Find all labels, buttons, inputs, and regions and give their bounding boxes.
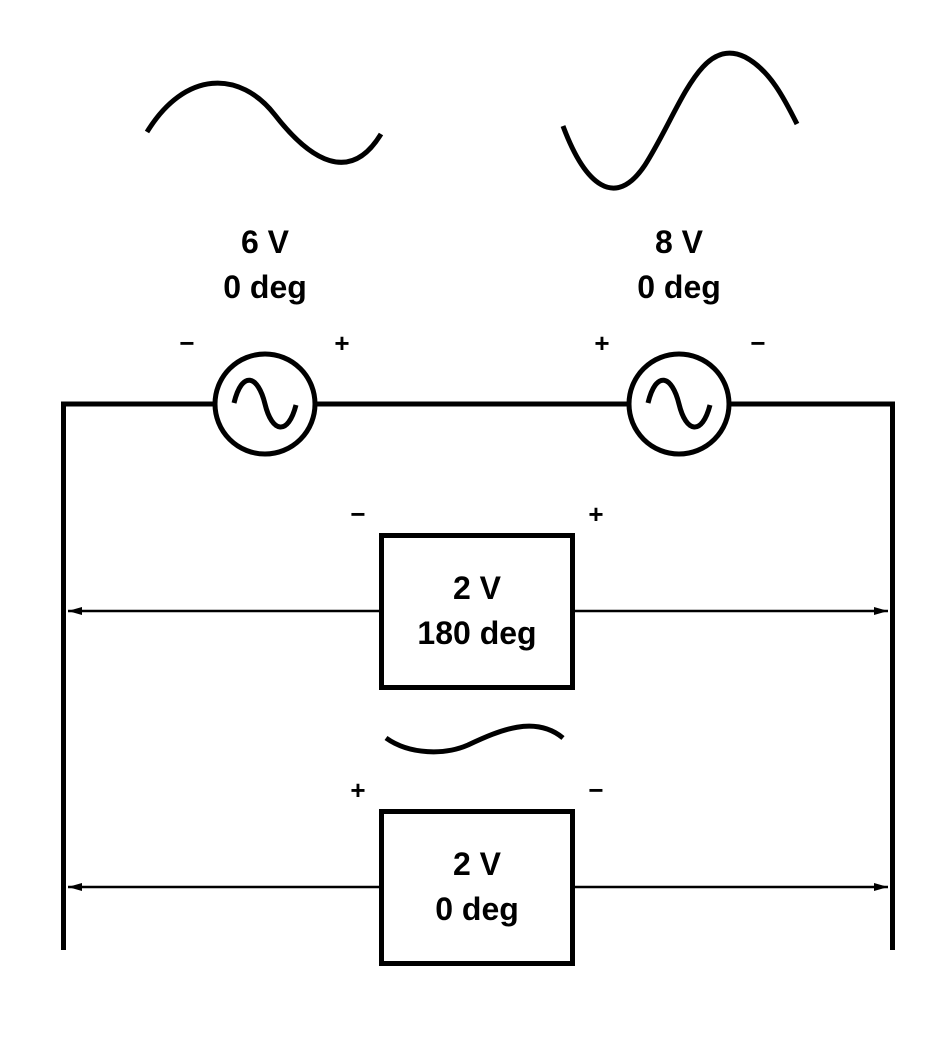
measured-0-waveform-icon bbox=[384, 723, 565, 755]
source-1-left-polarity: − bbox=[179, 328, 194, 358]
source-1-voltage: 6 V bbox=[241, 224, 290, 260]
source-2-phase: 0 deg bbox=[637, 269, 721, 305]
source-1-waveform-icon bbox=[144, 80, 384, 165]
source-1-ac-source-icon bbox=[212, 351, 318, 457]
source-1-phase: 0 deg bbox=[223, 269, 307, 305]
source-2-right-polarity: − bbox=[750, 328, 765, 358]
measured-0-left-polarity: + bbox=[350, 775, 365, 805]
measured-0-phase: 0 deg bbox=[435, 891, 519, 927]
source-2-ac-source-icon bbox=[626, 351, 732, 457]
measured-180-voltage: 2 V bbox=[453, 570, 502, 606]
measured-180-box bbox=[379, 533, 575, 690]
source-2-left-polarity: + bbox=[594, 328, 609, 358]
measured-0-voltage: 2 V bbox=[453, 846, 502, 882]
circuit-wire bbox=[61, 401, 895, 950]
measured-0-box bbox=[379, 809, 575, 966]
source-2-voltage: 8 V bbox=[655, 224, 704, 260]
source-1-right-polarity: + bbox=[334, 328, 349, 358]
measured-0-right-polarity: − bbox=[588, 775, 603, 805]
measured-180-right-polarity: + bbox=[588, 499, 603, 529]
measured-180-phase: 180 deg bbox=[417, 615, 536, 651]
measured-180-left-polarity: − bbox=[350, 499, 365, 529]
source-2-waveform-icon bbox=[560, 50, 800, 191]
